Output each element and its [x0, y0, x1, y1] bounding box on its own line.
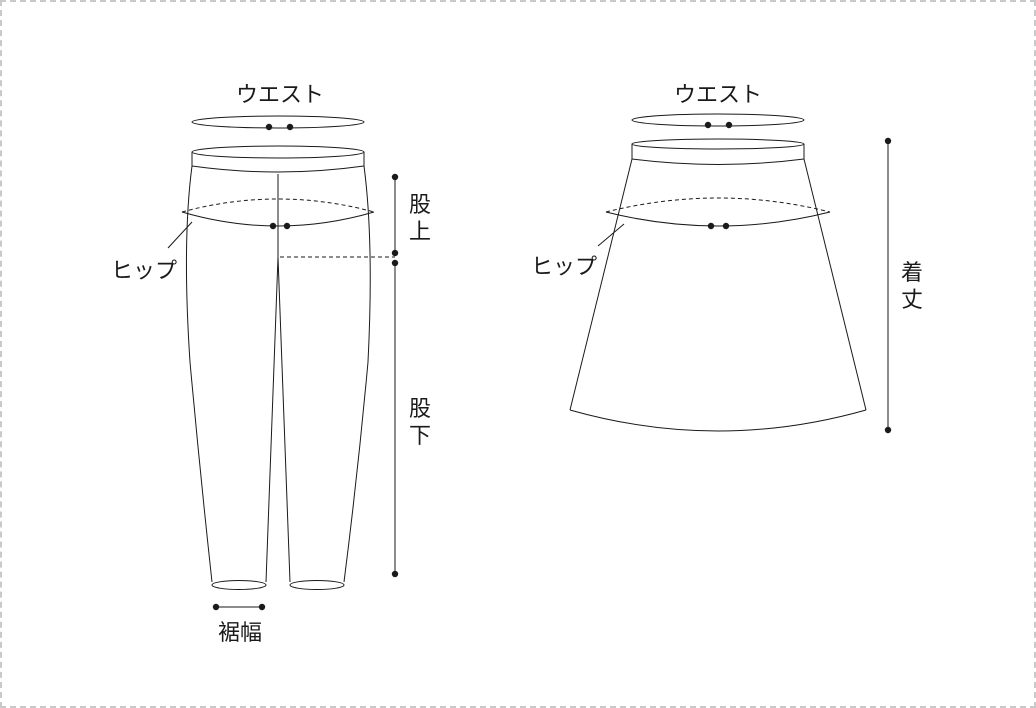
- skirt-hem: [569, 409, 867, 432]
- skirt-hip-ring-back: [605, 197, 831, 213]
- pants-figure: ウエスト ヒップ 股 上 股: [111, 83, 431, 646]
- pants-hem-label: 裾幅: [218, 621, 262, 646]
- pants-hip-ring-front: [181, 211, 375, 227]
- skirt-waistband: [631, 144, 805, 165]
- pants-left-leg-inner: [265, 174, 279, 583]
- pants-right-leg-inner: [277, 256, 291, 583]
- skirt-waistband-top: [631, 138, 805, 150]
- pants-waist-point-left: [265, 123, 273, 131]
- pants-inseam-point-bottom: [391, 570, 399, 578]
- skirt-figure: ウエスト ヒップ 着 丈: [531, 83, 923, 434]
- pants-hip-ring-back: [181, 198, 375, 213]
- pants-hip-point-left: [269, 222, 277, 230]
- pants-hip-point-right: [283, 222, 291, 230]
- pants-left-leg-outer: [185, 165, 213, 583]
- skirt-waist-measure-ring: [631, 113, 805, 127]
- pants-inseam-point-top: [391, 259, 399, 267]
- skirt-left-edge: [569, 158, 633, 411]
- pants-rise-label-2: 上: [409, 220, 431, 245]
- skirt-waist-point-right: [725, 121, 733, 129]
- pants-right-leg-outer: [343, 165, 371, 583]
- pants-left-hem: [211, 580, 267, 590]
- skirt-length-point-top: [884, 137, 892, 145]
- pants-waist-measure-ring: [191, 115, 365, 129]
- skirt-hip-leader: [597, 223, 625, 247]
- pants-hem-point-right: [258, 603, 266, 611]
- pants-rise-point-bottom: [391, 249, 399, 257]
- skirt-length-label-2: 丈: [901, 288, 923, 313]
- pants-hem-point-left: [212, 603, 220, 611]
- skirt-hip-point-left: [707, 222, 715, 230]
- skirt-waist-label: ウエスト: [674, 83, 762, 108]
- pants-hip-leader: [167, 221, 193, 249]
- pants-inseam-label-1: 股: [409, 397, 431, 422]
- skirt-right-edge: [803, 158, 867, 411]
- pants-hip-label: ヒップ: [111, 259, 177, 284]
- skirt-length-point-bottom: [884, 426, 892, 434]
- pants-waist-label: ウエスト: [236, 83, 324, 108]
- pants-waistband-top: [191, 145, 365, 159]
- skirt-waist-point-left: [704, 121, 712, 129]
- skirt-hip-label: ヒップ: [531, 255, 597, 280]
- pants-right-hem: [289, 580, 345, 590]
- pants-inseam-label-2: 下: [409, 424, 431, 449]
- skirt-length-label-1: 着: [901, 261, 923, 286]
- skirt-hip-point-right: [722, 222, 730, 230]
- pants-waist-point-right: [286, 123, 294, 131]
- pants-waistband: [191, 152, 365, 173]
- skirt-hip-ring-front: [605, 211, 831, 227]
- pants-rise-label-1: 股: [409, 193, 431, 218]
- pants-rise-point-top: [391, 173, 399, 181]
